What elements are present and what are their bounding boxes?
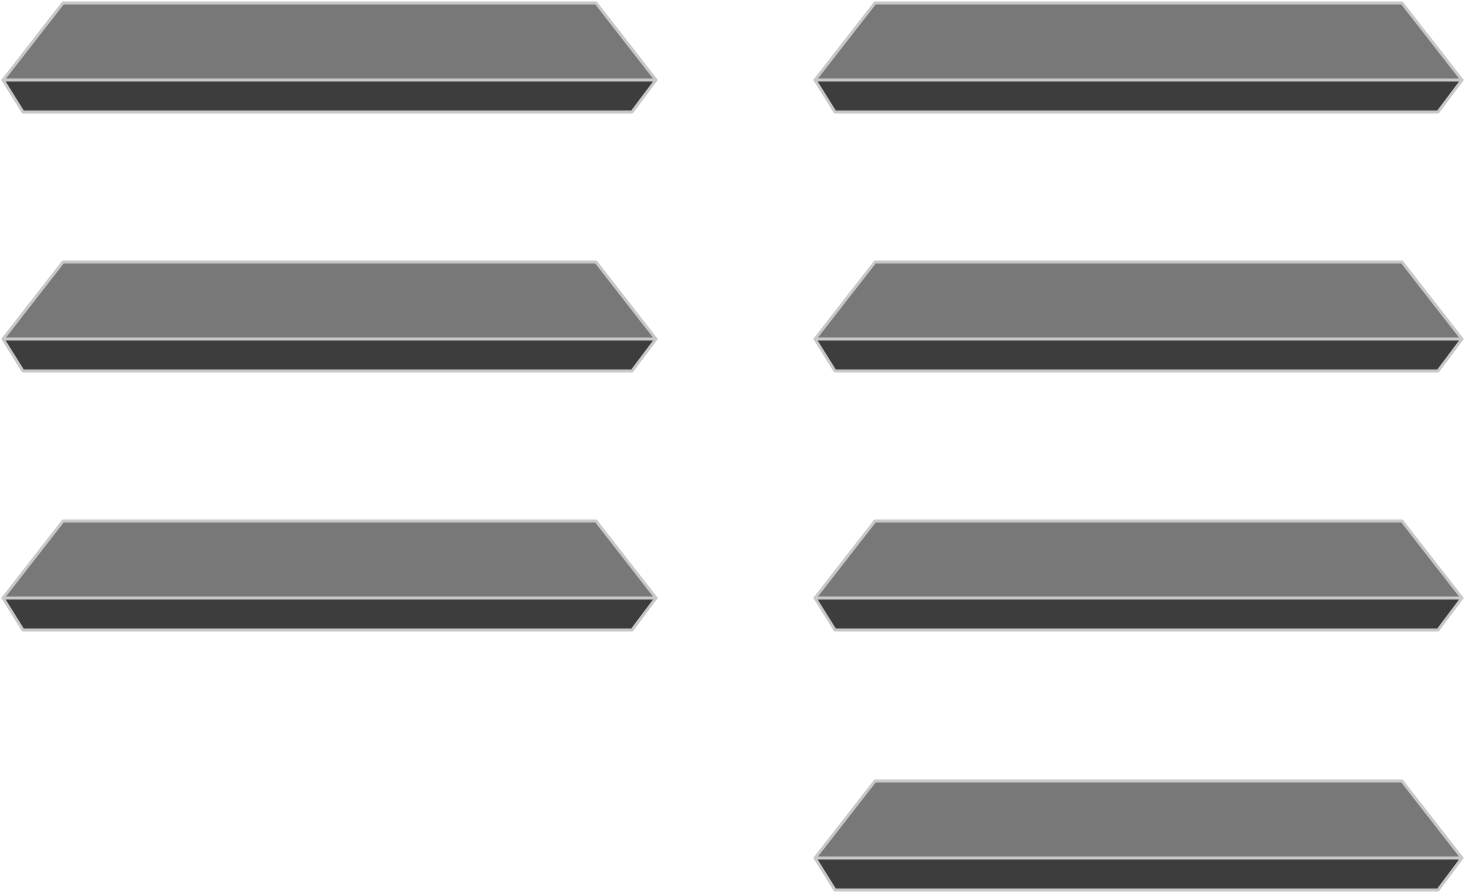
shelf-right-4 xyxy=(813,779,1464,892)
shelf-front-face xyxy=(1,78,658,114)
shelf-front-face xyxy=(813,856,1464,892)
shelf-right-3 xyxy=(813,519,1464,632)
shelf-front-face xyxy=(1,337,658,373)
shelf-left-2 xyxy=(1,260,658,373)
shelf-top-face xyxy=(813,260,1464,341)
shelf-front-face xyxy=(813,78,1464,114)
shelf-top-face xyxy=(813,1,1464,82)
shelf-top-face xyxy=(1,260,658,341)
shelf-left-1 xyxy=(1,1,658,114)
right-column xyxy=(813,1,1464,892)
shelf-front-face xyxy=(813,596,1464,632)
shelf-front-face xyxy=(813,337,1464,373)
shelf-top-face xyxy=(813,779,1464,860)
left-column xyxy=(1,1,658,632)
shelf-top-face xyxy=(813,519,1464,600)
shelf-top-face xyxy=(1,519,658,600)
shelf-front-face xyxy=(1,596,658,632)
shelf-left-3 xyxy=(1,519,658,632)
shelf-top-face xyxy=(1,1,658,82)
shelf-right-2 xyxy=(813,260,1464,373)
shelf-right-1 xyxy=(813,1,1464,114)
